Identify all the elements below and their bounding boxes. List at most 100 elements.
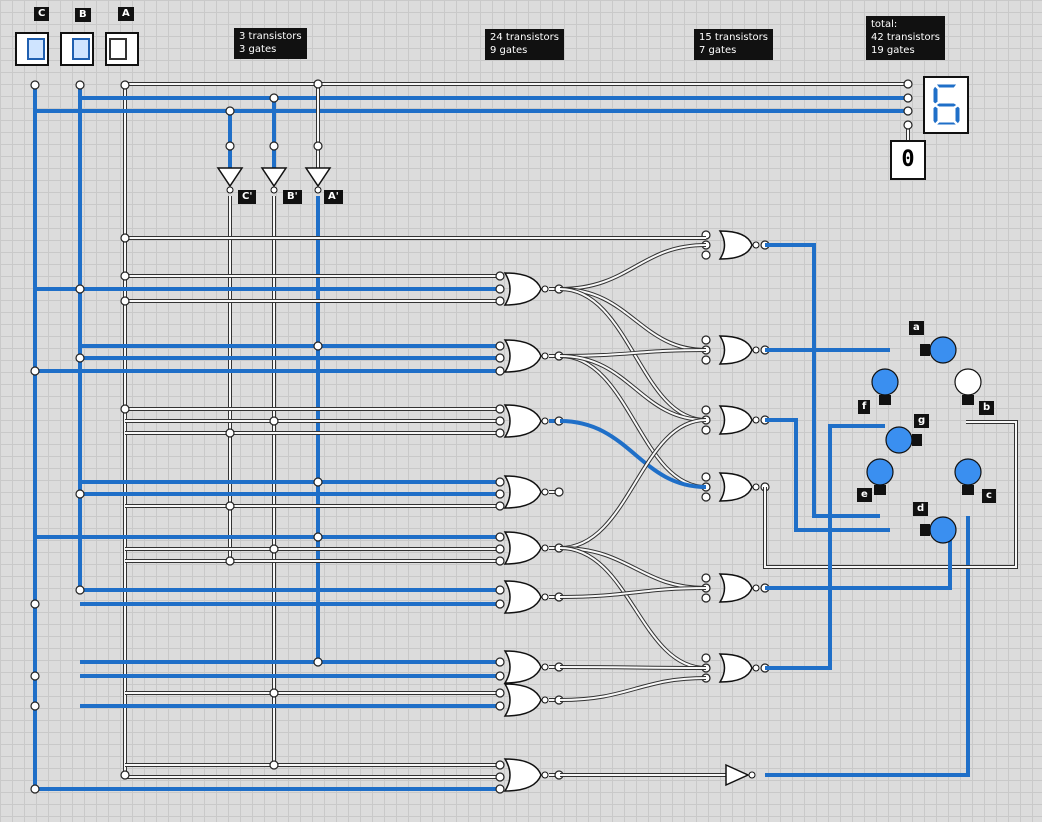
input-label-c: C xyxy=(34,7,50,21)
junction-node xyxy=(30,784,40,794)
junction-node xyxy=(495,477,505,487)
inverter-bubble-icon xyxy=(541,771,549,779)
or-gate-icon xyxy=(503,650,542,684)
inverter-bubble-icon xyxy=(541,352,549,360)
inverter-bubble-icon xyxy=(748,771,756,779)
junction-node xyxy=(75,489,85,499)
info-total: total: 42 transistors 19 gates xyxy=(866,16,945,60)
or-gate-icon xyxy=(503,272,542,306)
junction-node xyxy=(269,141,279,151)
junction-node xyxy=(495,501,505,511)
junction-node xyxy=(75,284,85,294)
or-gate-icon xyxy=(503,758,542,792)
light-bulb-icon xyxy=(885,426,922,454)
wire-off xyxy=(559,587,707,598)
junction-node xyxy=(225,428,235,438)
junction-node xyxy=(495,532,505,542)
inverter-icon xyxy=(260,167,288,188)
wire-off xyxy=(559,419,707,549)
junction-node xyxy=(701,573,711,583)
segment-label-c: c xyxy=(982,489,996,503)
seven-segment-digit-icon xyxy=(932,83,961,126)
junction-node xyxy=(120,80,130,90)
junction-node xyxy=(495,701,505,711)
inverter-bubble-icon xyxy=(752,241,760,249)
wire-off xyxy=(559,547,707,669)
junction-node xyxy=(701,653,711,663)
junction-node xyxy=(269,416,279,426)
junction-node xyxy=(701,355,711,365)
junction-node xyxy=(120,296,130,306)
wire-on xyxy=(765,424,885,670)
input-switch-c[interactable] xyxy=(15,32,49,66)
inverter-bubble-icon xyxy=(752,584,760,592)
input-switch-b[interactable] xyxy=(60,32,94,66)
junction-node xyxy=(495,556,505,566)
junction-node xyxy=(903,93,913,103)
wire-on xyxy=(765,418,890,532)
inverter-bubble-icon xyxy=(541,593,549,601)
junction-node xyxy=(30,80,40,90)
junction-node xyxy=(30,366,40,376)
or-gate-icon xyxy=(503,404,542,438)
inverter-bubble-icon xyxy=(752,346,760,354)
inverter-bubble-icon xyxy=(270,186,278,194)
or-gate-icon xyxy=(503,683,542,717)
inverter-bubble-icon xyxy=(541,417,549,425)
junction-node xyxy=(495,353,505,363)
junction-node xyxy=(269,688,279,698)
junction-node xyxy=(225,141,235,151)
junction-node xyxy=(120,770,130,780)
or-gate-icon xyxy=(503,531,542,565)
junction-node xyxy=(75,80,85,90)
or-gate-icon xyxy=(718,653,753,683)
junction-node xyxy=(495,544,505,554)
wire-off xyxy=(559,349,707,357)
inverter-icon xyxy=(216,167,244,188)
switch-knob-icon xyxy=(109,38,127,60)
junction-node xyxy=(30,671,40,681)
junction-node xyxy=(30,701,40,711)
junction-node xyxy=(495,671,505,681)
input-switch-a[interactable] xyxy=(105,32,139,66)
junction-node xyxy=(701,250,711,260)
inverter-icon xyxy=(304,167,332,188)
light-bulb-icon xyxy=(954,458,982,495)
inverter-label-b-prime: B' xyxy=(283,190,302,204)
segment-label-d: d xyxy=(913,502,929,516)
wire-off xyxy=(559,677,707,701)
junction-node xyxy=(120,404,130,414)
or-gate-icon xyxy=(503,475,542,509)
junction-node xyxy=(701,405,711,415)
light-bulb-icon xyxy=(866,458,894,495)
seven-segment-display xyxy=(923,76,969,134)
inverter-icon xyxy=(725,763,750,787)
junction-node xyxy=(495,688,505,698)
segment-label-f: f xyxy=(858,400,871,414)
junction-node xyxy=(903,106,913,116)
info-group2: 24 transistors 9 gates xyxy=(485,29,564,60)
wire-off xyxy=(559,666,707,669)
junction-node xyxy=(269,93,279,103)
or-gate-icon xyxy=(718,230,753,260)
inverter-bubble-icon xyxy=(226,186,234,194)
segment-label-g: g xyxy=(914,414,930,428)
inverter-bubble-icon xyxy=(752,664,760,672)
wire-on xyxy=(559,419,707,489)
info-group3: 15 transistors 7 gates xyxy=(694,29,773,60)
junction-node xyxy=(701,492,711,502)
junction-node xyxy=(120,271,130,281)
input-label-b: B xyxy=(75,8,91,22)
junction-node xyxy=(495,341,505,351)
wire-off xyxy=(559,547,707,589)
junction-node xyxy=(903,120,913,130)
junction-node xyxy=(495,271,505,281)
or-gate-icon xyxy=(718,573,753,603)
junction-node xyxy=(313,532,323,542)
junction-node xyxy=(903,79,913,89)
junction-node xyxy=(225,106,235,116)
junction-node xyxy=(495,428,505,438)
junction-node xyxy=(313,341,323,351)
junction-node xyxy=(313,657,323,667)
wire-off xyxy=(559,355,707,421)
